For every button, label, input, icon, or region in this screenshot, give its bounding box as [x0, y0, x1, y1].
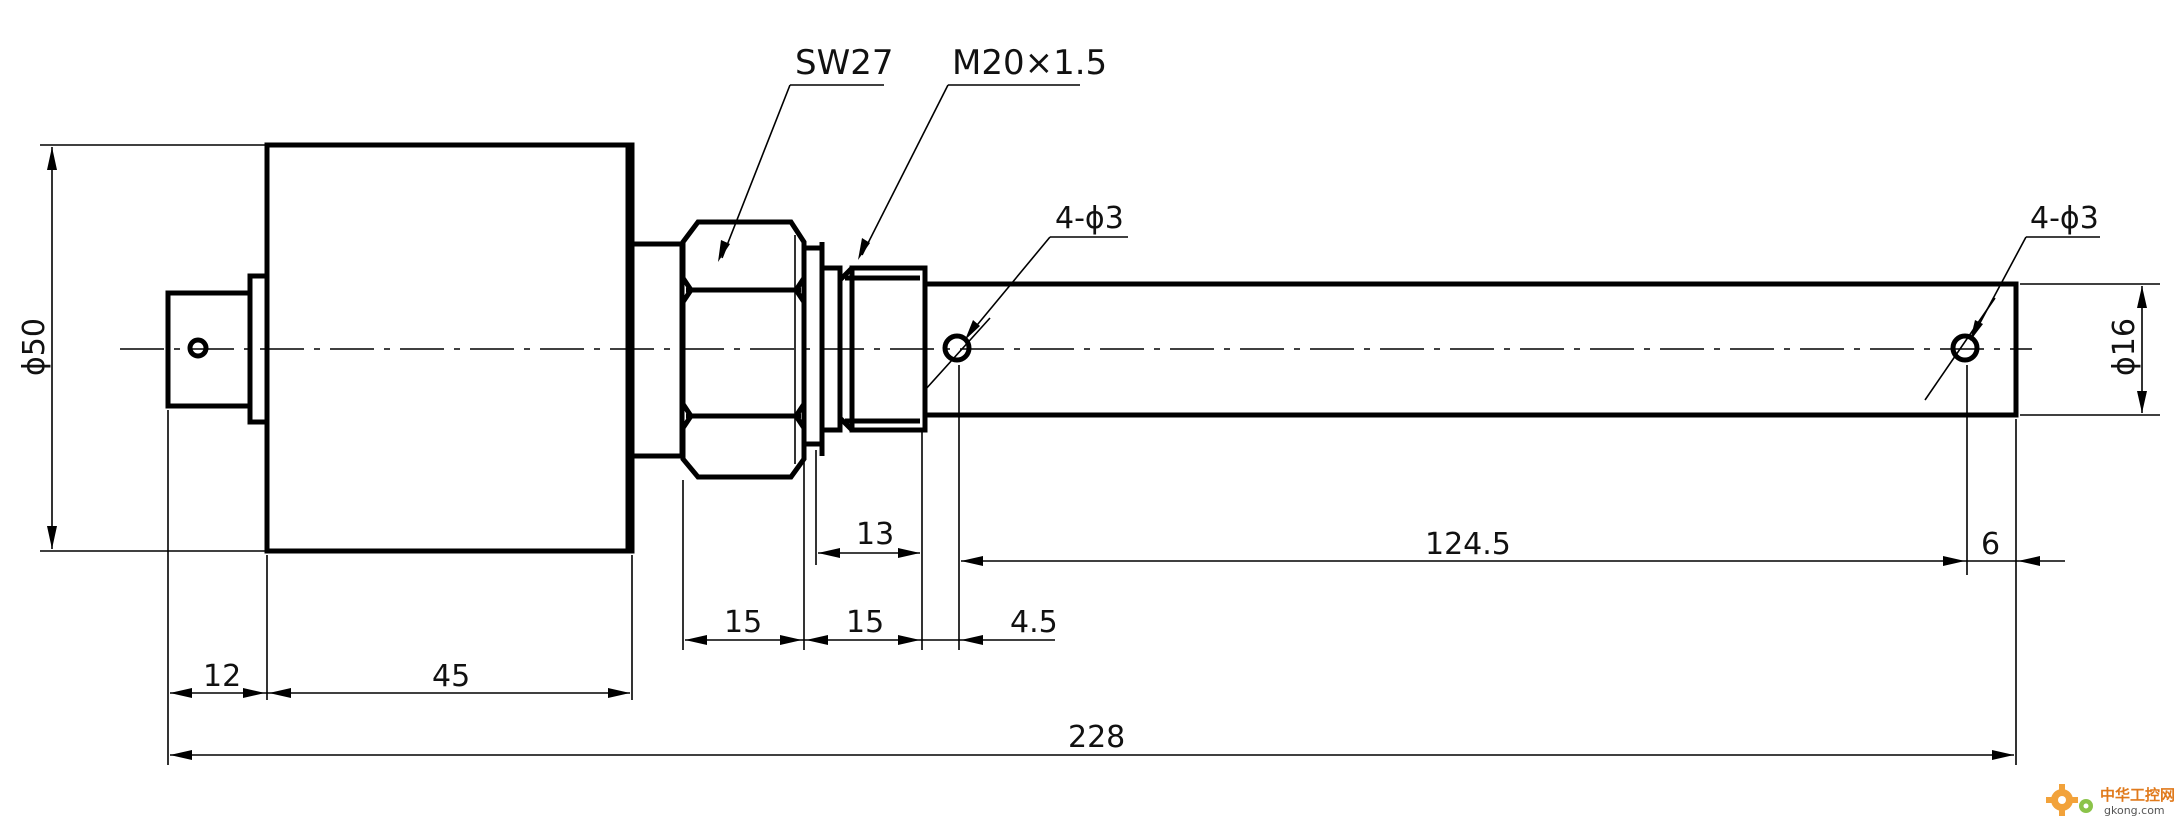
watermark: 中华工控网 gkong.com: [2046, 784, 2175, 817]
callout-wrench-size: SW27: [795, 43, 893, 83]
dim-hole-offset: 4.5: [1010, 605, 1058, 640]
watermark-text: 中华工控网: [2100, 786, 2175, 804]
dim-body-diameter: ϕ50: [17, 318, 52, 376]
dim-overall-length: 228: [1068, 720, 1125, 755]
hole-connector: [187, 337, 209, 359]
dim-tube-diameter: ϕ16: [2107, 318, 2142, 376]
gear-icon-small: [2079, 799, 2093, 813]
dim-connector-length: 12: [203, 659, 241, 694]
callout-holes-right: 4-ϕ3: [2030, 201, 2099, 236]
dim-thread-section-length: 15: [846, 605, 884, 640]
hole-left: [942, 333, 972, 363]
dim-end-offset: 6: [1981, 527, 2000, 562]
collar: [801, 245, 825, 447]
dim-body-length: 45: [432, 659, 470, 694]
hole-right: [1950, 333, 1980, 363]
neck: [629, 241, 685, 459]
dim-thread-length: 13: [856, 517, 894, 552]
callout-holes-left: 4-ϕ3: [1055, 201, 1124, 236]
part-outline: [165, 142, 2019, 554]
hex-nut: [680, 219, 807, 480]
gear-icon: [2046, 784, 2078, 816]
dim-hex-length: 15: [724, 605, 762, 640]
callout-thread: M20×1.5: [952, 43, 1107, 83]
dim-hole-spacing: 124.5: [1425, 527, 1511, 562]
extension-lines: [40, 144, 2160, 765]
leader-lines: [718, 84, 2100, 341]
dimension-lines: [47, 147, 2147, 760]
watermark-url: gkong.com: [2104, 804, 2165, 817]
main-housing: [264, 142, 635, 554]
